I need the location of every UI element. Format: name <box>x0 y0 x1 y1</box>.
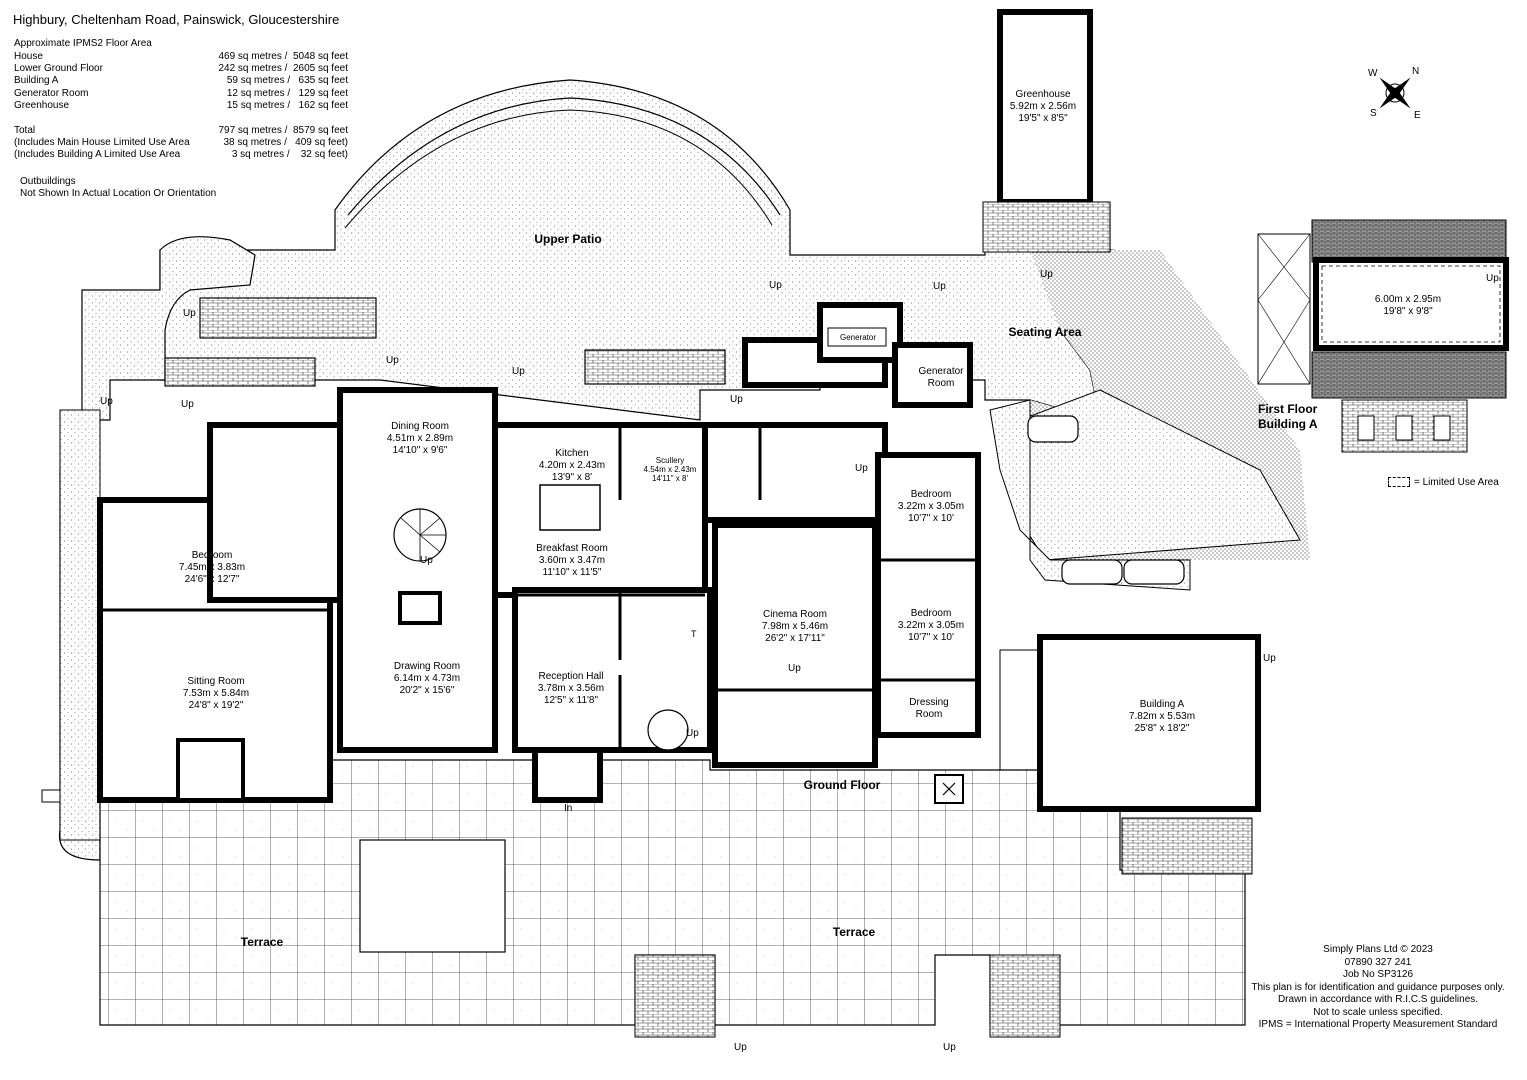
credits: Simply Plans Ltd © 2023 07890 327 241 Jo… <box>1251 944 1505 1030</box>
outbuildings-note-detail: Not Shown In Actual Location Or Orientat… <box>20 188 217 199</box>
up-marker: Up <box>933 281 946 292</box>
plan-title: Highbury, Cheltenham Road, Painswick, Gl… <box>13 12 340 27</box>
upper-patio-arc <box>347 97 781 216</box>
terrace-lawn <box>359 839 506 953</box>
in-marker: In <box>564 803 573 814</box>
bench <box>1123 559 1185 585</box>
compass-s: S <box>1370 108 1377 119</box>
terrace-left-label: Terrace <box>240 935 284 949</box>
compass-rose-icon <box>1379 77 1411 109</box>
up-marker: Up <box>943 1042 956 1053</box>
seating-area-label: Seating Area <box>1008 325 1082 339</box>
up-marker: Up <box>1263 653 1276 664</box>
kitchen-island <box>539 484 601 531</box>
area-heading: Approximate IPMS2 Floor Area <box>14 38 152 49</box>
upper-patio-label: Upper Patio <box>534 232 602 246</box>
up-marker: Up <box>181 399 194 410</box>
compass-e: E <box>1414 110 1421 121</box>
west-walkway <box>58 236 256 861</box>
planter <box>199 297 377 339</box>
roof-bottom <box>1311 351 1507 399</box>
up-marker: Up <box>1486 273 1499 284</box>
up-marker: Up <box>1040 269 1053 280</box>
fireplace <box>398 591 442 625</box>
building-a-walls <box>1037 634 1261 812</box>
drain <box>41 789 61 803</box>
greenhouse-walls <box>997 9 1093 205</box>
generator-box <box>827 327 887 347</box>
west-boundary <box>59 409 101 841</box>
terrace-right-label: Terrace <box>832 925 876 939</box>
up-marker: Up <box>734 1042 747 1053</box>
up-marker: Up <box>183 308 196 319</box>
compass-w: W <box>1368 68 1378 79</box>
roof-top <box>1311 219 1507 263</box>
up-marker: Up <box>788 663 801 674</box>
main-house-walls <box>97 302 981 803</box>
legend: = Limited Use Area <box>1388 477 1499 488</box>
toilet-marker: T <box>691 629 697 639</box>
greenhouse-steps <box>982 201 1111 253</box>
planter <box>164 357 316 387</box>
bay-sitting <box>176 738 245 802</box>
up-marker: Up <box>386 355 399 366</box>
generator-label: Generator <box>839 333 877 342</box>
building-a-wall <box>1121 817 1253 875</box>
planter <box>584 349 726 385</box>
limited-use-swatch <box>1388 477 1410 488</box>
upper-patio-arc-edge <box>344 109 773 229</box>
bench <box>1061 559 1123 585</box>
terrace-steps-right <box>989 954 1061 1038</box>
up-marker: Up <box>686 728 699 739</box>
first-floor-room <box>1313 257 1509 351</box>
up-marker: Up <box>512 366 525 377</box>
outbuildings-note: Outbuildings <box>20 176 76 187</box>
roof-side <box>1257 233 1311 385</box>
partition-walls <box>100 425 978 750</box>
compass-n: N <box>1412 66 1420 77</box>
up-marker: Up <box>100 396 113 407</box>
bench <box>1027 415 1079 443</box>
terrace-steps-left <box>634 954 716 1038</box>
manhole <box>934 774 964 804</box>
up-marker: Up <box>855 463 868 474</box>
ground-floor-label: Ground Floor <box>803 778 881 792</box>
spiral-staircase-small <box>647 709 689 751</box>
up-marker: Up <box>730 394 743 405</box>
up-marker: Up <box>420 555 433 566</box>
up-marker: Up <box>769 280 782 291</box>
